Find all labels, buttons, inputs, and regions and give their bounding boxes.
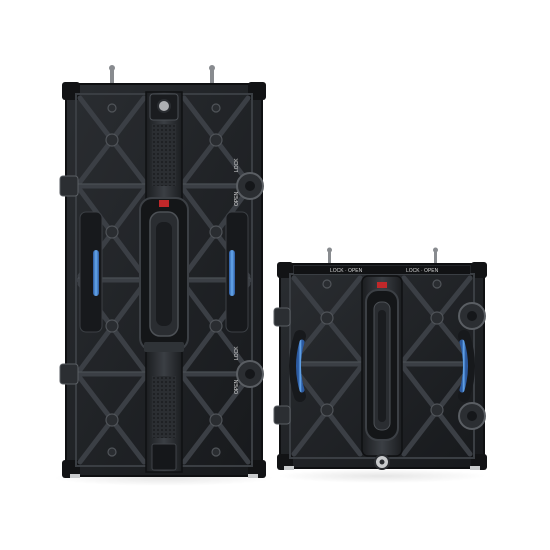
top-locating-pins [109, 65, 215, 86]
top-right-lock-open-label: LOCK · OPEN [406, 268, 439, 274]
square-right-side-handle [458, 330, 475, 402]
tall-module-screws [105, 103, 223, 457]
tall-side-locks [59, 172, 264, 388]
red-latch-indicator [159, 200, 169, 207]
square-side-locks [273, 302, 486, 430]
square-red-latch-indicator [377, 282, 387, 288]
square-center-handle [361, 275, 403, 457]
upper-open-label: OPEN [234, 191, 240, 206]
tall-led-cabinet: LOCK OPEN LOCK OPEN [54, 65, 274, 486]
square-left-side-handle [289, 330, 306, 402]
tall-left-side-handle [79, 211, 103, 333]
square-led-cabinet: LOCK · OPEN LOCK · OPEN [273, 247, 487, 483]
top-left-lock-open-label: LOCK · OPEN [330, 268, 363, 274]
tall-center-handle [139, 197, 189, 351]
lower-lock-label: LOCK [234, 346, 240, 360]
tall-right-side-handle [225, 211, 249, 333]
upper-lock-label: LOCK [234, 158, 240, 172]
lower-vent-grille [152, 376, 176, 438]
upper-vent-grille [152, 124, 176, 186]
lower-open-label: OPEN [234, 379, 240, 394]
